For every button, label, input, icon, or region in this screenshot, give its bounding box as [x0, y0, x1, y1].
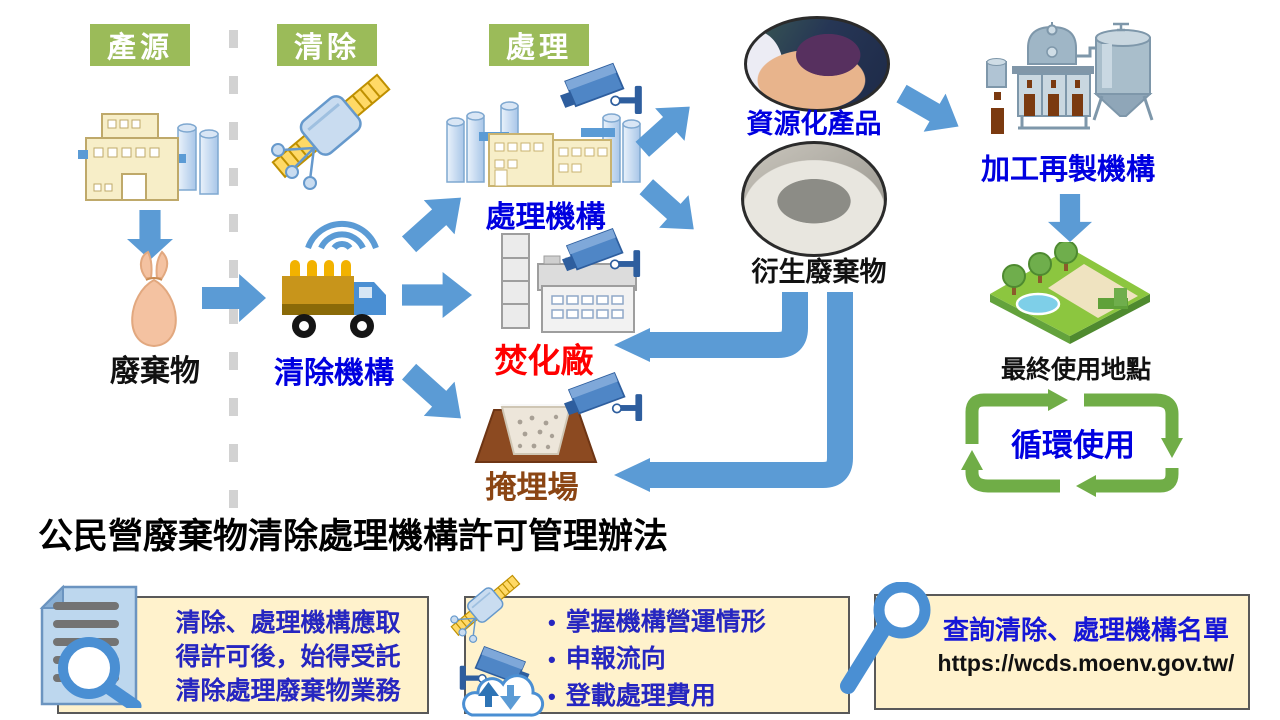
cloud-sync-icon — [462, 674, 545, 717]
recycle-loop-icon — [961, 389, 1183, 497]
bullet-icon: • — [548, 610, 556, 635]
cctv-camera-icon — [560, 56, 648, 128]
bullet-icon: • — [548, 684, 556, 709]
lookup-url: https://wcds.moenv.gov.tw/ — [937, 650, 1235, 676]
document-magnifier-icon — [39, 584, 142, 708]
monitor-bullet-1-text: 掌握機構營運情形 — [565, 608, 766, 636]
landfill-label: 掩埋場 — [485, 470, 579, 505]
page-title: 公民營廢棄物清除處理機構許可管理辦法 — [38, 517, 669, 556]
permit-text-line3: 清除處理廢棄物業務 — [175, 677, 401, 705]
factory-icon — [78, 113, 219, 201]
waste-label: 廢棄物 — [110, 355, 200, 388]
stage-badge-source: 產源 — [90, 24, 190, 66]
monitor-bullet-2-text: 申報流向 — [565, 645, 666, 673]
reprocessing-org-label: 加工再製機構 — [980, 154, 1155, 186]
satellite-icon — [262, 52, 402, 202]
stage-badge-collection: 清除 — [277, 24, 377, 66]
arrow-reprocessing-to-final-use — [1048, 194, 1092, 242]
recycled-product-label: 資源化產品 — [746, 109, 882, 139]
treatment-org-label: 處理機構 — [485, 201, 606, 234]
final-use-land-icon — [990, 242, 1150, 344]
collection-org-label: 清除機構 — [274, 357, 394, 390]
lookup-info-box: 查詢清除、處理機構名單 https://wcds.moenv.gov.tw/ — [874, 594, 1250, 710]
bullet-icon: • — [548, 647, 556, 672]
arrow-collection-to-incinerator — [402, 272, 472, 318]
garbage-truck-icon — [282, 260, 386, 338]
treatment-plant-icon — [446, 101, 641, 187]
circular-use-label: 循環使用 — [1011, 428, 1135, 463]
incinerator-label: 焚化廠 — [494, 342, 594, 379]
monitor-bullet-2: • 申報流向 — [548, 641, 766, 678]
monitor-bullet-3-text: 登載處理費用 — [565, 682, 716, 710]
derived-waste-photo — [741, 141, 887, 257]
recycled-product-photo — [744, 16, 890, 112]
monitor-bullet-3: • 登載處理費用 — [548, 678, 766, 715]
derived-waste-label: 衍生廢棄物 — [751, 257, 887, 287]
lookup-title: 查詢清除、處理機構名單 — [942, 615, 1229, 645]
arrow-recycled-product-to-reprocessing — [890, 74, 969, 145]
monitor-bullet-1: • 掌握機構營運情形 — [548, 604, 766, 641]
magnifier-icon — [840, 582, 931, 694]
reprocessing-plant-icon — [986, 22, 1154, 134]
satellite-icon — [436, 562, 536, 650]
stage-badge-treatment: 處理 — [489, 24, 589, 66]
stage-divider-dashed-line — [229, 30, 238, 528]
permit-text-line1: 清除、處理機構應取 — [175, 609, 401, 637]
wifi-signal-icon — [305, 220, 379, 251]
cctv-camera-icon — [562, 222, 646, 290]
waste-bag-icon — [131, 250, 177, 348]
final-use-site-label: 最終使用地點 — [1000, 356, 1151, 384]
arrow-derived-waste-to-incinerator-and-landfill — [614, 292, 853, 492]
permit-text-line2: 得許可後，始得受託 — [175, 643, 401, 671]
